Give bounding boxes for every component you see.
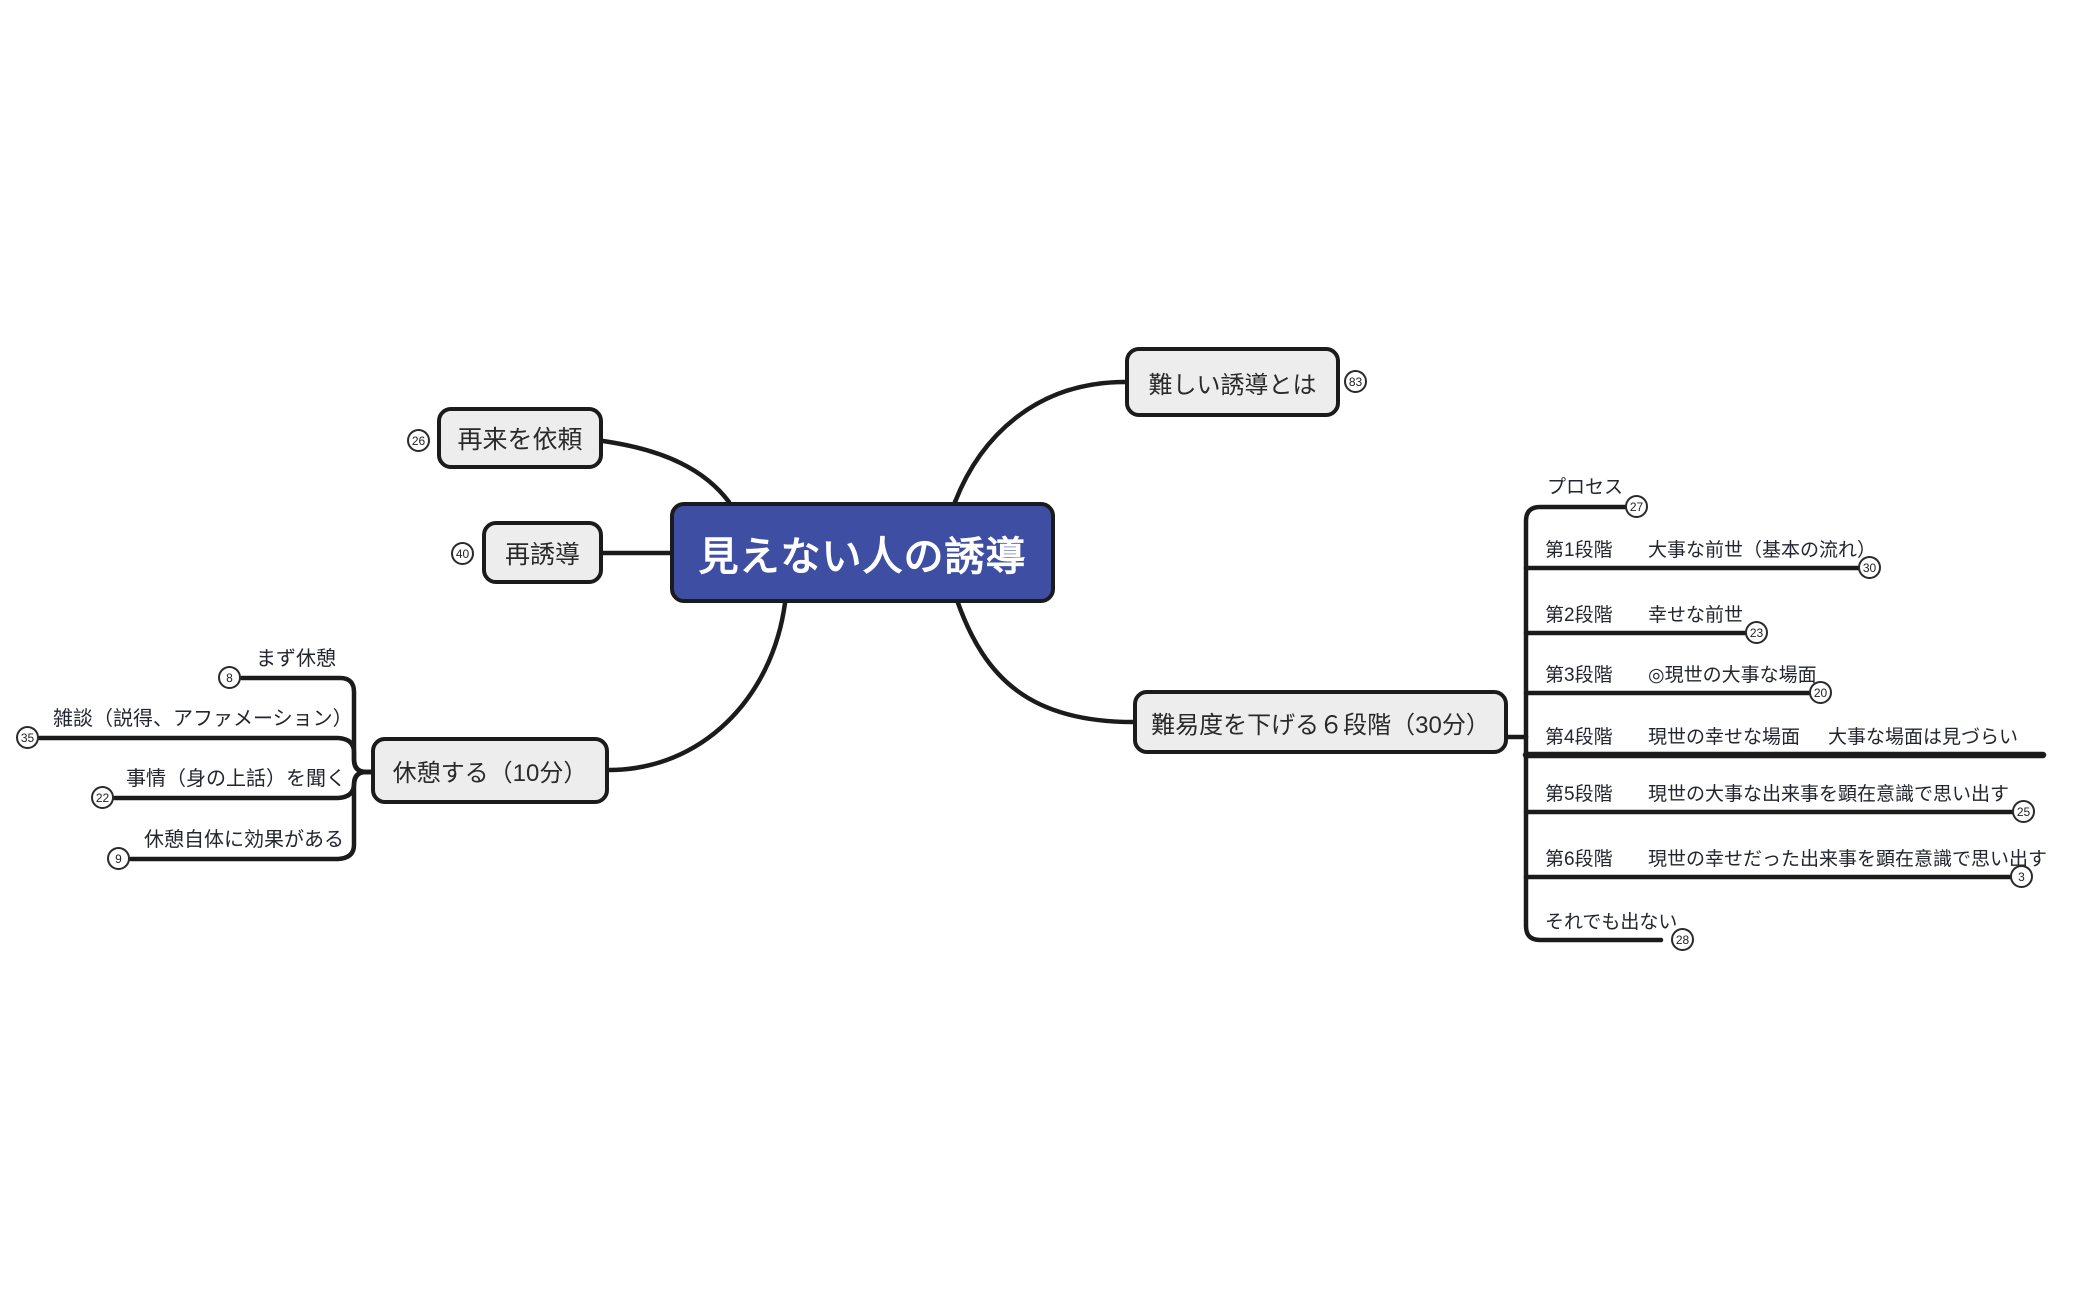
- node-re-guidance-label: 再誘導: [504, 540, 580, 569]
- badge-difficult-guidance[interactable]: 83: [1344, 370, 1367, 393]
- stage1-label[interactable]: 第1段階: [1545, 540, 1613, 561]
- stage1-content[interactable]: 大事な前世（基本の流れ）: [1648, 540, 1877, 561]
- node-request-revisit[interactable]: 再来を依頼: [437, 407, 603, 469]
- badge-stage1[interactable]: 30: [1858, 556, 1881, 579]
- badge-first-break[interactable]: 8: [218, 666, 241, 689]
- connector-process: [1523, 504, 1629, 740]
- badge-stage5[interactable]: 25: [2012, 800, 2035, 823]
- stage4-note[interactable]: 大事な場面は見づらい: [1828, 727, 2019, 748]
- node-re-guidance[interactable]: 再誘導: [482, 521, 603, 584]
- node-request-revisit-label: 再来を依頼: [457, 426, 583, 454]
- stage5-content[interactable]: 現世の大事な出来事を顕在意識で思い出す: [1648, 784, 2010, 805]
- badge-request-revisit[interactable]: 26: [407, 429, 430, 452]
- node-lower-difficulty[interactable]: 難易度を下げる６段階（30分）: [1133, 690, 1508, 754]
- badge-still-nothing[interactable]: 28: [1671, 928, 1694, 951]
- badge-process[interactable]: 27: [1625, 495, 1648, 518]
- stage2-label[interactable]: 第2段階: [1545, 605, 1613, 626]
- connector-break-effect: [128, 769, 375, 862]
- node-take-break[interactable]: 休憩する（10分）: [371, 737, 609, 804]
- badge-listen-story[interactable]: 22: [91, 786, 114, 809]
- node-lower-difficulty-label: 難易度を下げる６段階（30分）: [1151, 711, 1490, 739]
- connector-difficult-guidance: [952, 379, 1128, 505]
- connector-lower-difficulty: [955, 600, 1136, 725]
- stage5-label[interactable]: 第5段階: [1545, 784, 1613, 805]
- badge-stage6[interactable]: 3: [2010, 865, 2033, 888]
- root-node-label: 見えない人の誘導: [698, 534, 1027, 579]
- node-listen-story[interactable]: 事情（身の上話）を聞く: [126, 768, 346, 790]
- stage2-content[interactable]: 幸せな前世: [1648, 605, 1744, 626]
- stage4-label[interactable]: 第4段階: [1545, 727, 1613, 748]
- node-difficult-guidance[interactable]: 難しい誘導とは: [1125, 347, 1340, 417]
- badge-small-talk[interactable]: 35: [16, 726, 39, 749]
- connector-take-break: [606, 600, 788, 773]
- badge-re-guidance[interactable]: 40: [451, 542, 474, 565]
- node-small-talk[interactable]: 雑談（説得、アファメーション）: [53, 708, 353, 730]
- stage4-content[interactable]: 現世の幸せな場面: [1648, 727, 1801, 748]
- badge-stage3[interactable]: 20: [1809, 681, 1832, 704]
- connector-still-nothing: [1523, 734, 1664, 943]
- stage6-content[interactable]: 現世の幸せだった出来事を顕在意識で思い出す: [1648, 849, 2048, 870]
- connector-request-revisit: [600, 438, 732, 505]
- node-first-break[interactable]: まず休憩: [256, 648, 336, 670]
- stage3-label[interactable]: 第3段階: [1545, 665, 1613, 686]
- node-difficult-guidance-label: 難しい誘導とは: [1148, 371, 1317, 399]
- stage3-content[interactable]: ◎現世の大事な場面: [1648, 665, 1817, 686]
- badge-break-effect[interactable]: 9: [107, 847, 130, 870]
- node-break-effect[interactable]: 休憩自体に効果がある: [144, 829, 344, 851]
- node-still-nothing[interactable]: それでも出ない: [1545, 912, 1678, 933]
- node-process[interactable]: プロセス: [1547, 477, 1624, 498]
- badge-stage2[interactable]: 23: [1745, 621, 1768, 644]
- node-take-break-label: 休憩する（10分）: [392, 760, 588, 787]
- stage6-label[interactable]: 第6段階: [1545, 849, 1613, 870]
- root-node[interactable]: 見えない人の誘導: [670, 502, 1055, 603]
